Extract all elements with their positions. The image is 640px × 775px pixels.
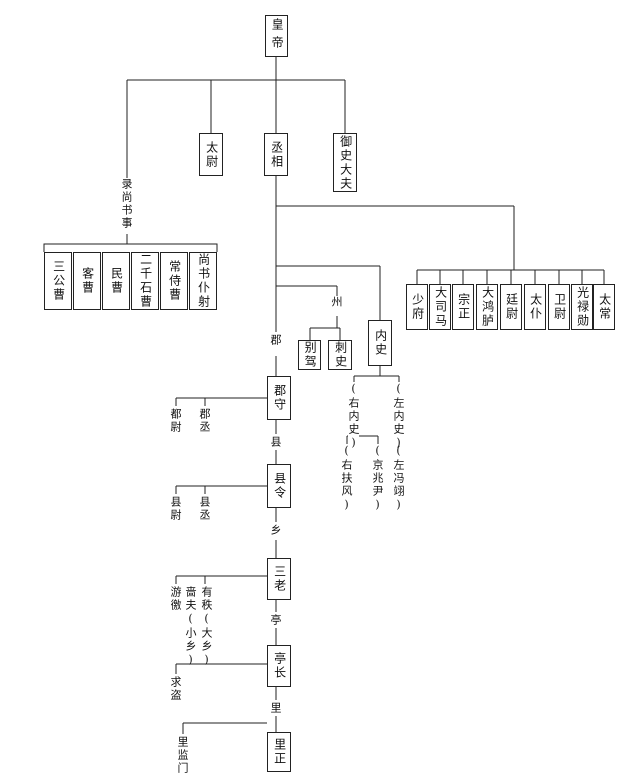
- junshou-box: 郡守: [267, 376, 291, 420]
- zhou-label: 州: [330, 296, 343, 309]
- emperor-box: 皇帝: [265, 15, 288, 57]
- lizheng-box: 里正: [267, 732, 291, 772]
- taiwei-box: 太尉: [199, 133, 223, 176]
- xian-label: 县: [269, 436, 282, 449]
- xiang-label: 乡: [269, 524, 282, 537]
- shangshu-office-box: 三公曹: [44, 252, 72, 310]
- minister-box: 大司马: [429, 284, 451, 330]
- ting-label: 亭: [269, 614, 282, 627]
- shangshu-office-box: 民曹: [102, 252, 130, 310]
- minister-box: 卫尉: [548, 284, 570, 330]
- lijianmen-label: 里监门: [176, 736, 189, 775]
- sanlao-box: 三老: [267, 558, 291, 600]
- shangshu-office-box: 二千石曹: [131, 252, 159, 310]
- minister-box: 太常: [593, 284, 615, 330]
- minister-box: 光禄勋: [571, 284, 593, 330]
- left-neishi-label: (左内史): [392, 382, 405, 451]
- cishi-box: 刺史: [328, 340, 352, 370]
- youjiao-label: 游徼: [169, 586, 182, 612]
- xiancheng-label: 县丞: [198, 496, 211, 522]
- xianling-box: 县令: [267, 464, 291, 508]
- shangshu-office-box: 尚书仆射: [189, 252, 217, 310]
- yushidafu-box: 御史大夫: [333, 133, 357, 192]
- shangshu-label: 录尚书事: [120, 178, 133, 234]
- chancellor-box: 丞相: [264, 133, 288, 176]
- xianwei-label: 县尉: [169, 496, 182, 522]
- minister-box: 少府: [406, 284, 428, 330]
- tingzhang-box: 亭长: [267, 645, 291, 687]
- li-label: 里: [269, 702, 282, 715]
- daxiang-label: (大乡): [200, 612, 213, 668]
- right-neishi-label: (右内史): [347, 382, 360, 451]
- xiaoxiang-label: (小乡): [184, 612, 197, 668]
- youfufeng-label: (右扶风): [340, 444, 353, 513]
- qiudao-label: 求盗: [169, 676, 182, 702]
- minister-box: 宗正: [452, 284, 474, 330]
- shangshu-office-box: 客曹: [73, 252, 101, 310]
- biejia-box: 别驾: [298, 340, 321, 370]
- shangshu-office-box: 常侍曹: [160, 252, 188, 310]
- minister-box: 廷尉: [500, 284, 522, 330]
- minister-box: 太仆: [524, 284, 546, 330]
- jun-label: 郡: [269, 334, 282, 347]
- juncheng-label: 郡丞: [198, 408, 211, 434]
- neishi-box: 内史: [368, 320, 392, 366]
- zuopingyi-label: (左冯翊): [392, 444, 405, 513]
- jingzhaoyin-label: (京兆尹): [371, 444, 384, 513]
- youzhi-label: 有秩: [200, 586, 213, 612]
- junwei-label: 都尉: [169, 408, 182, 434]
- minister-box: 大鸿胪: [476, 284, 498, 330]
- sefu-label: 啬夫: [184, 586, 197, 612]
